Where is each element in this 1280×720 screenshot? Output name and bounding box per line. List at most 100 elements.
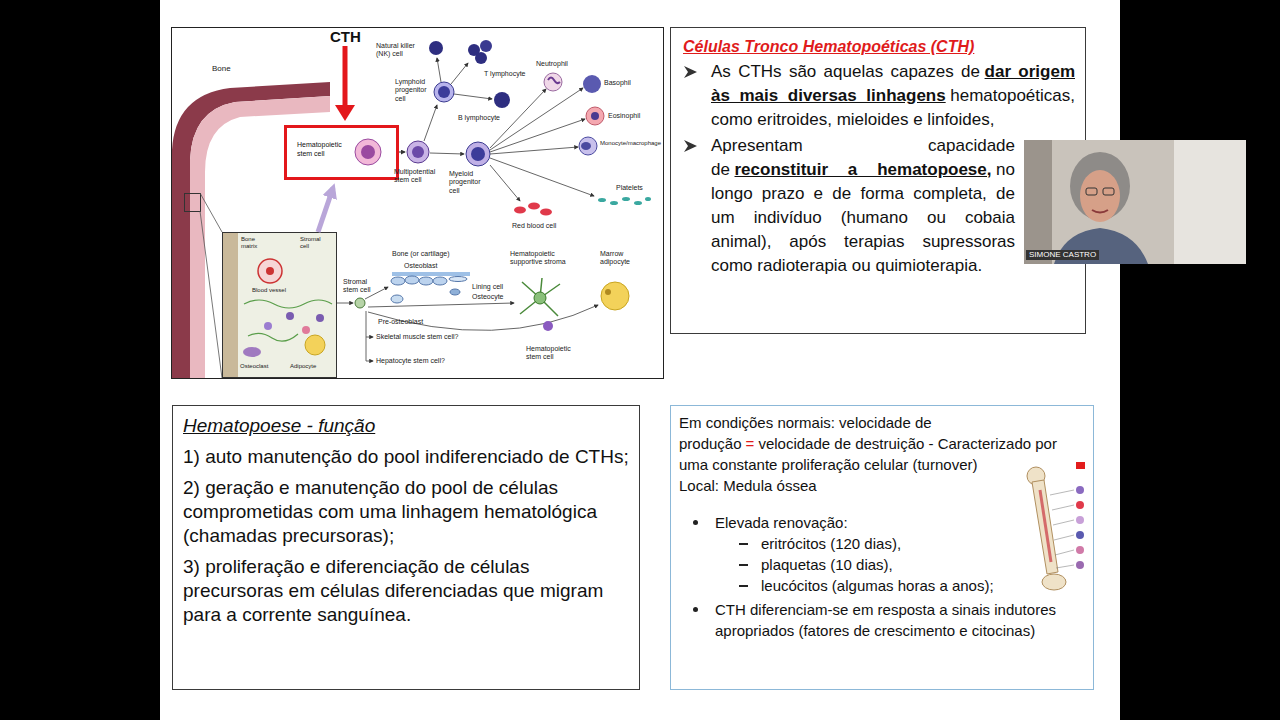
cell-label: Hematopoietic stem cell (297, 140, 349, 158)
bullet-arrow (683, 139, 698, 153)
text: Local: Medula óssea (679, 477, 817, 494)
lineage-arrow (318, 188, 333, 232)
cell-label: Stromal stem cell (343, 278, 377, 295)
platelet (634, 201, 642, 205)
nk-cell (429, 41, 443, 55)
cell-icon (1076, 501, 1084, 509)
cell-label: Skeletal muscle stem cell? (376, 333, 458, 341)
osteoclast (243, 347, 261, 357)
text: Células Tronco Hematopoéticas (CTH) (683, 38, 974, 55)
lineage-arrow (399, 152, 405, 153)
stromal-arrows (365, 287, 598, 361)
cell-label: Lymphoid progenitor cell (395, 78, 431, 103)
leader-line (1052, 505, 1074, 510)
cell-label: Pre-osteoblast (378, 318, 423, 326)
zoom-line (200, 211, 222, 378)
lineage-arrow (454, 94, 492, 99)
cell-nucleus (548, 78, 560, 84)
bullet-item: Elevada renovação: (679, 512, 1085, 533)
lineage-arrow (337, 303, 353, 304)
red-blood-cell (528, 203, 540, 210)
femur-leaders (1050, 490, 1074, 568)
bullet-dash (739, 543, 748, 545)
cell-label: T lymphocyte (484, 70, 526, 78)
blood-vessel (258, 259, 282, 283)
osteoblast (391, 277, 405, 285)
numbered-item: 1) auto manutenção do pool indiferenciad… (183, 445, 629, 469)
door (1024, 140, 1052, 264)
text: Elevada renovação: (715, 514, 848, 531)
text: 2) geração e manutenção do pool de célul… (183, 477, 597, 546)
lining-cell (449, 277, 467, 282)
cell-icon (1076, 561, 1084, 569)
lineage-arrow (490, 119, 585, 152)
lineage-arrow (366, 361, 373, 362)
text: eritrócitos (120 dias), (761, 535, 901, 552)
wall (1024, 140, 1246, 264)
inset-label: Blood vessel (252, 287, 286, 294)
lineage-arrow (490, 165, 520, 201)
cell-nucleus (438, 86, 450, 98)
cell-label: Hematopoietic supportive stroma (510, 250, 574, 267)
figure-frame (172, 28, 664, 379)
zoom-line (200, 193, 222, 232)
stromal-network (244, 300, 332, 308)
cell-label: Neutrophil (536, 60, 568, 68)
cell-nucleus (412, 146, 424, 158)
eosinophil (586, 107, 604, 125)
bullet-item: Apresentam capacidade dereconstituir a h… (681, 134, 1075, 278)
text: leucócitos (algumas horas a anos); (761, 577, 994, 594)
lineage-arrow (490, 147, 578, 154)
stromal-stem-cell (355, 298, 365, 308)
paragraph: Em condições normais: velocidade de prod… (679, 412, 1085, 475)
marrow-adipocyte (601, 282, 629, 310)
bone-slab (392, 272, 470, 276)
cell-label: B lymphocyte (458, 114, 500, 122)
lineage-arrow (366, 337, 373, 338)
marker-square (1076, 462, 1085, 469)
bullet-arrow-shape (684, 66, 697, 78)
inset-frame (223, 233, 337, 378)
lineage-arrow (490, 88, 583, 150)
cell-label: Osteoblast (404, 262, 437, 270)
shirt (1054, 228, 1148, 264)
text: Hematopoese - função (183, 415, 375, 436)
cell-label: Hematopoietic stem cell (526, 345, 576, 362)
inset-label: Bone matrix (241, 236, 267, 250)
leader-line (1054, 535, 1074, 540)
panel-heading: Hematopoese - função (183, 414, 629, 438)
bullet-arrow-shape (684, 140, 697, 152)
cell-label: Myeloid progenitor cell (449, 170, 489, 195)
cell-label: Lining cell (472, 283, 503, 291)
bullet-dash (739, 564, 748, 566)
bone-matrix (223, 233, 238, 377)
osteoblast (405, 276, 419, 284)
presenter-name: SIMONE CASTRO (1026, 250, 1099, 260)
numbered-item: 3) proliferação e diferenciação de célul… (183, 555, 629, 627)
text: reconstituir a hematopoese, (735, 160, 992, 179)
lineage-arrow (451, 63, 468, 84)
cell-label: Marrow adipocyte (600, 250, 638, 267)
leader-line (1053, 520, 1074, 525)
webcam-overlay (1024, 140, 1246, 264)
t-cell (475, 52, 487, 64)
panel-heading: Células Tronco Hematopoéticas (CTH) (681, 36, 1075, 58)
pointer-arrow (343, 46, 348, 106)
cell-label: Natural killer (NK) cell (376, 42, 426, 59)
multipotential-cell (407, 141, 429, 163)
adipocyte (305, 335, 325, 355)
stroma-cell (534, 292, 546, 304)
bracket-line (366, 311, 367, 361)
blood-cell (266, 267, 274, 275)
stem-cell-box: Hematopoietic stem cell (284, 125, 399, 180)
text-panel: Em condições normais: velocidade de prod… (670, 405, 1094, 690)
bullet-arrow (683, 65, 698, 79)
cell-nucleus (361, 145, 375, 159)
bullet-item: As CTHs são aquelas capazes dedar origem… (681, 60, 1075, 132)
lineage-arrow (368, 305, 598, 330)
osteocyte (450, 289, 460, 295)
cell-label: Red blood cell (512, 222, 556, 230)
hematopoietic-stem-cell (543, 321, 553, 331)
bullet-dot (693, 520, 698, 525)
